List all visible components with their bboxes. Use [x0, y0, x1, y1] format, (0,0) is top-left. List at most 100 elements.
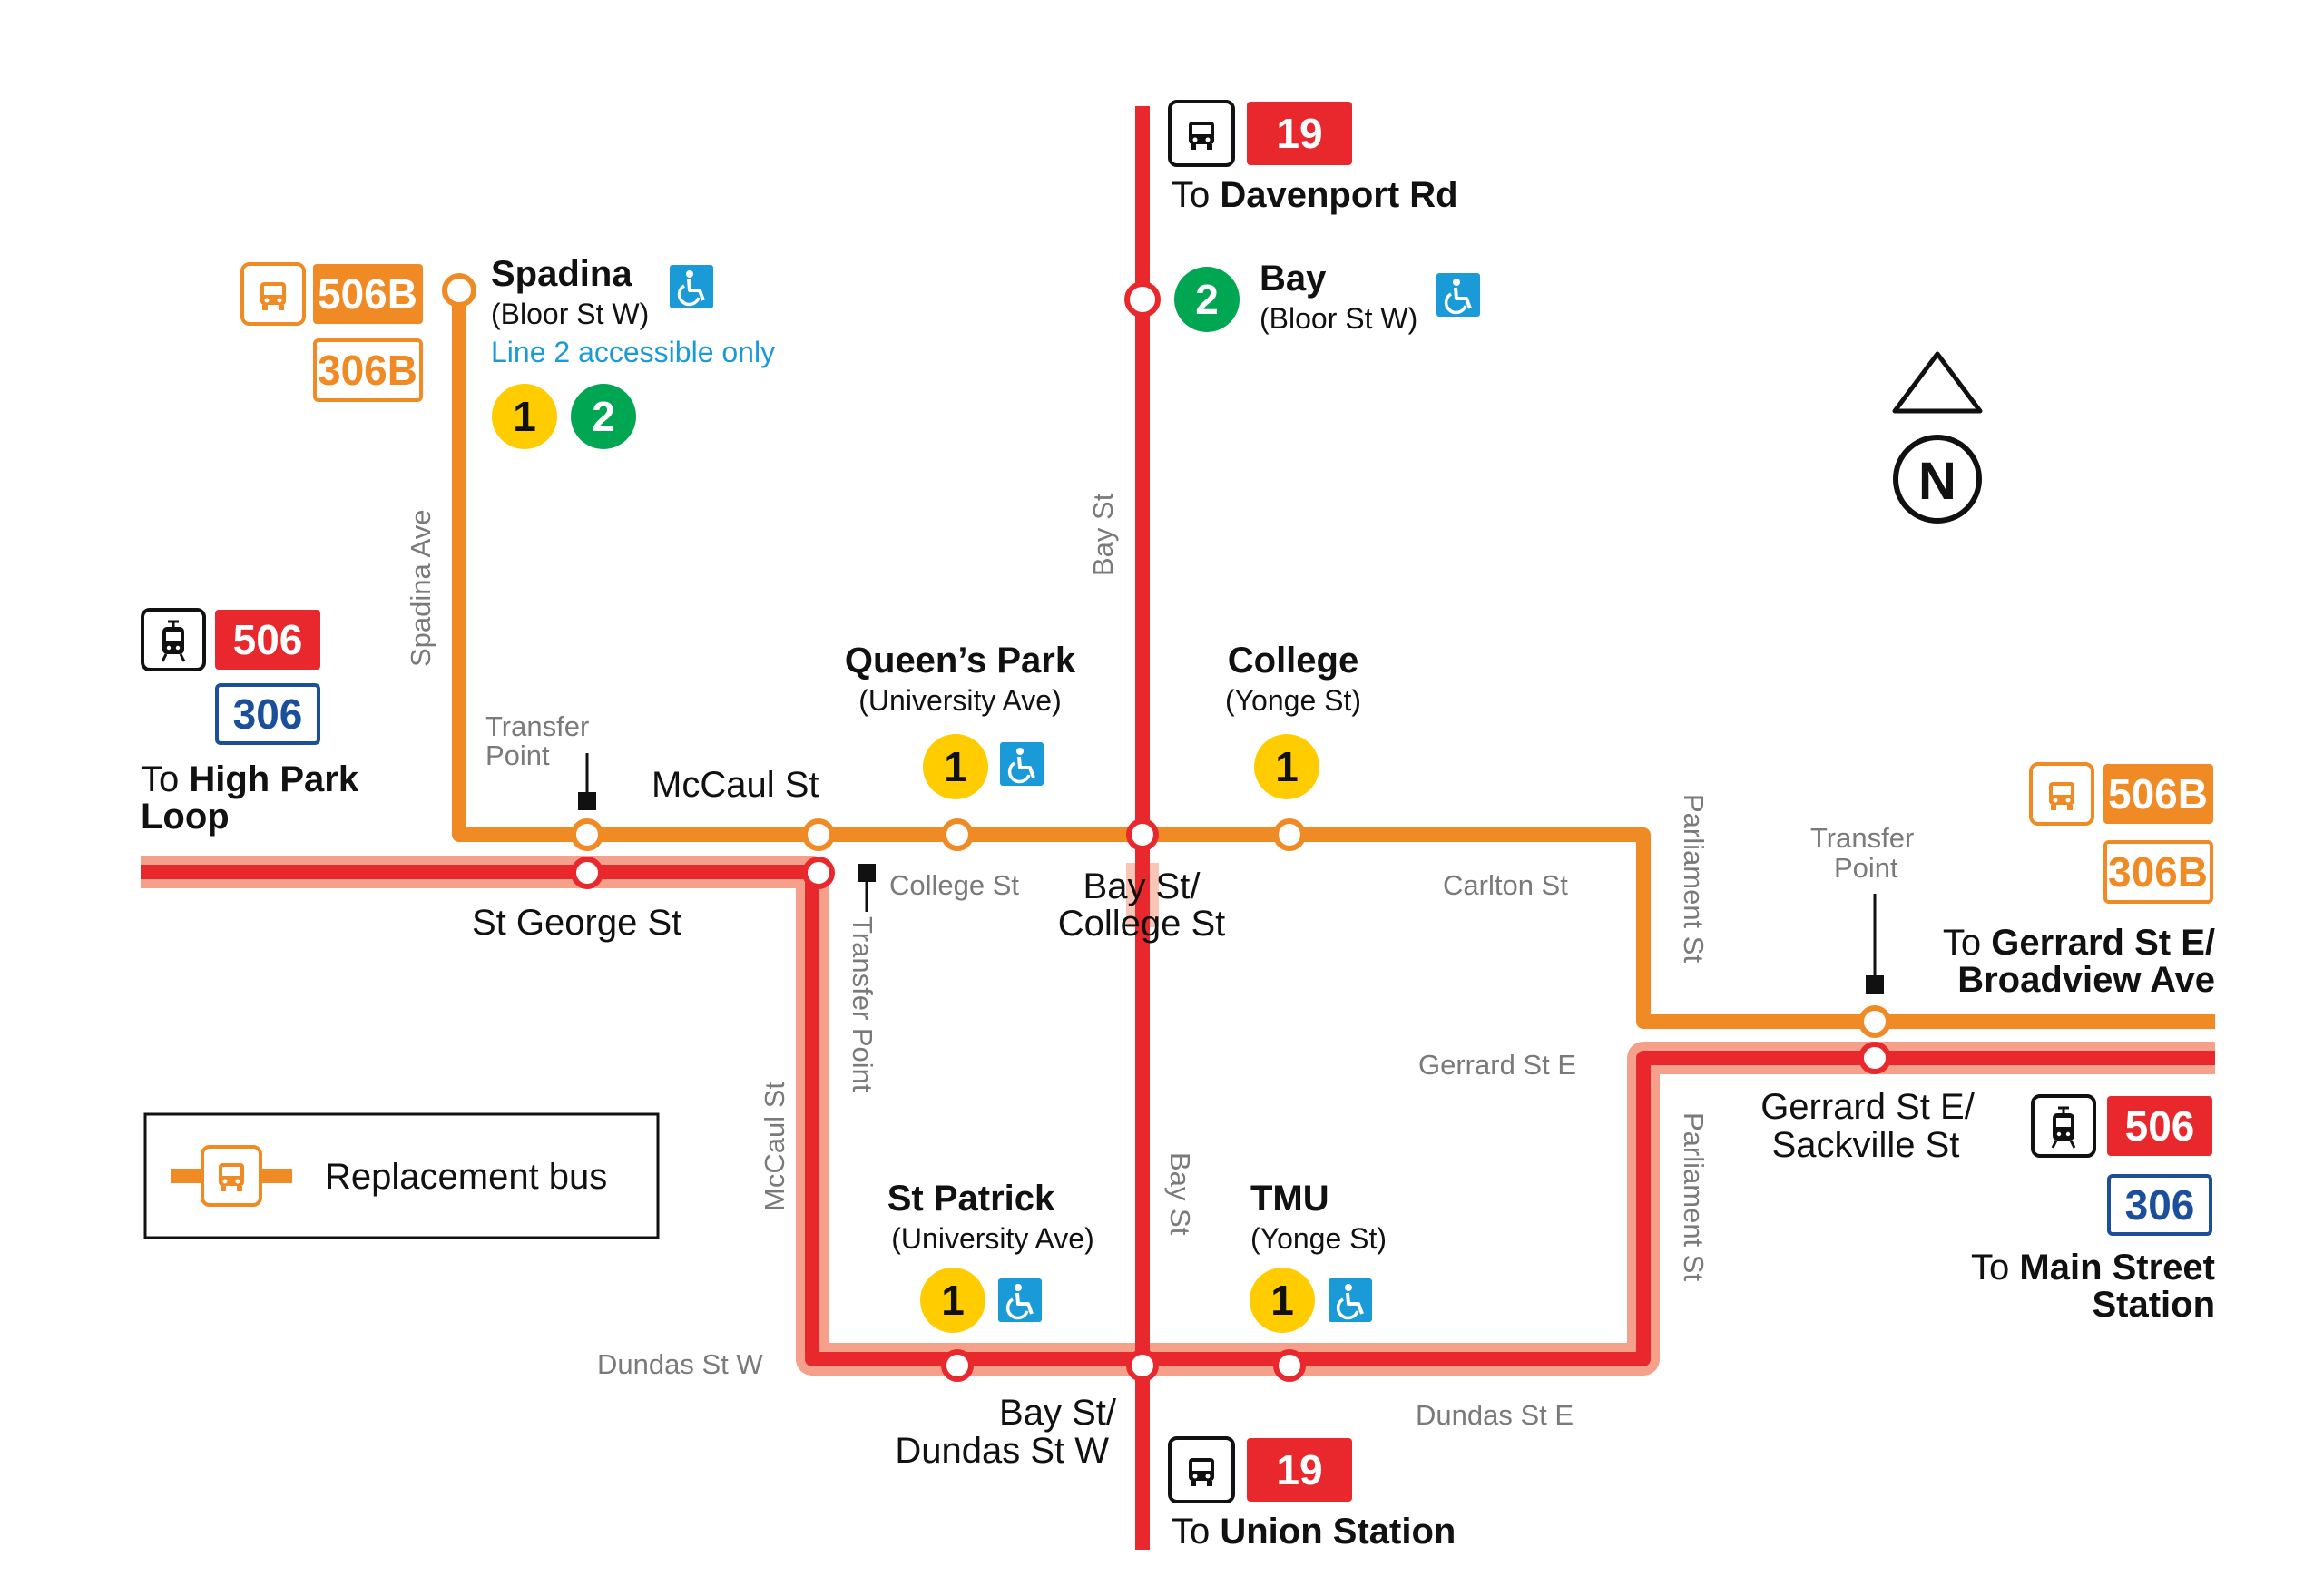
- line-1-badge: 1: [1254, 734, 1319, 799]
- street-dundas-st-e: Dundas St E: [1416, 1399, 1574, 1431]
- street-dundas-st-w: Dundas St W: [597, 1348, 763, 1380]
- route-306b-badge: [2103, 840, 2213, 904]
- stop-mccaul: [802, 818, 835, 851]
- accessible-icon: [1435, 271, 1482, 318]
- street-spadina-ave: Spadina Ave: [405, 509, 436, 667]
- svg-text:19: 19: [1276, 110, 1322, 157]
- station-bay: 2 Bay (Bloor St W): [1174, 259, 1482, 335]
- stop-bay-college: [1126, 818, 1159, 851]
- svg-text:1: 1: [1275, 743, 1299, 790]
- destination-davenport: To Davenport Rd: [1172, 175, 1458, 215]
- station-tmu: TMU (Yonge St) 1: [1250, 1179, 1387, 1333]
- replacement-routes-spadina: 506B 306B: [240, 262, 423, 402]
- stop-label-bay-college-2: College St: [1058, 904, 1226, 944]
- station-sub: (Bloor St W): [1260, 302, 1417, 335]
- streetcar-routes-east: 506 306 To Main Street Station: [1971, 1094, 2215, 1325]
- destination-gerrard-broadview-2: Broadview Ave: [1957, 960, 2215, 1000]
- svg-text:506B: 506B: [2108, 770, 2208, 818]
- stop-st-patrick: [941, 1349, 974, 1382]
- stop-bay-bloor: [1124, 281, 1161, 318]
- station-sub: (University Ave): [858, 684, 1061, 717]
- line-2-badge: 2: [571, 384, 636, 449]
- street-carlton-st: Carlton St: [1443, 869, 1568, 901]
- stop-label-gerrard-1: Gerrard St E/: [1760, 1087, 1976, 1127]
- destination-high-park-2: Loop: [141, 797, 230, 837]
- stop-transfer-west: [571, 818, 603, 851]
- transfer-west-label-1: Transfer: [485, 710, 589, 742]
- stop-transfer-east: [1858, 1005, 1891, 1038]
- svg-text:19: 19: [1276, 1446, 1322, 1493]
- stop-label-mccaul: McCaul St: [652, 765, 819, 805]
- stop-tmu: [1273, 1349, 1306, 1382]
- north-arrow-icon: N: [1892, 351, 1983, 524]
- streetcar-routes-west: 506 306 To High Park Loop: [141, 608, 359, 837]
- svg-text:1: 1: [1270, 1277, 1294, 1324]
- stop-label-bay-dundas-2: Dundas St W: [895, 1431, 1109, 1471]
- route-506-badge: [2107, 1096, 2212, 1156]
- svg-text:306B: 306B: [318, 347, 417, 394]
- stop-label-gerrard-2: Sackville St: [1772, 1125, 1960, 1165]
- transfer-east-label-2: Point: [1834, 852, 1898, 884]
- route-306-badge: [2107, 1174, 2212, 1236]
- station-name: TMU: [1250, 1179, 1329, 1219]
- line-1-badge: 1: [923, 734, 988, 799]
- station-note: Line 2 accessible only: [491, 336, 775, 368]
- svg-text:306: 306: [2125, 1181, 2195, 1229]
- street-mccaul-st: McCaul St: [759, 1082, 790, 1211]
- accessible-icon: [996, 1277, 1044, 1324]
- svg-text:506B: 506B: [318, 270, 417, 318]
- line-1-badge: 1: [920, 1268, 985, 1333]
- accessible-icon: [998, 740, 1045, 788]
- stop-st-george: [571, 857, 603, 889]
- route-306-badge: [215, 683, 320, 745]
- legend: Replacement bus: [143, 1112, 660, 1239]
- route-306b-badge: [313, 338, 423, 402]
- svg-text:1: 1: [941, 1277, 965, 1324]
- station-sub: (Bloor St W): [491, 298, 649, 330]
- destination-union: To Union Station: [1172, 1512, 1456, 1552]
- replacement-routes-east: 506B 306B To Gerrard St E/ Broadview Ave: [1943, 762, 2215, 1000]
- svg-text:306B: 306B: [2108, 848, 2208, 896]
- line-2-badge: 2: [1174, 267, 1240, 332]
- station-college: College (Yonge St) 1: [1225, 641, 1361, 799]
- street-college-st: College St: [889, 869, 1019, 901]
- station-sub: (Yonge St): [1225, 684, 1361, 717]
- route-506-badge: [215, 610, 320, 670]
- line-1-badge: 1: [1250, 1268, 1315, 1333]
- transfer-mccaul-label: Transfer Point: [847, 916, 878, 1092]
- station-spadina: Spadina (Bloor St W) Line 2 accessible o…: [491, 254, 775, 449]
- route-19-badge: [1247, 1438, 1352, 1502]
- svg-text:506: 506: [2125, 1102, 2195, 1150]
- route-19-north: 19 To Davenport Rd: [1168, 100, 1458, 215]
- transfer-markers: [578, 753, 1884, 994]
- accessible-icon: [668, 263, 715, 310]
- station-sub: (Yonge St): [1250, 1222, 1387, 1255]
- station-name: Spadina: [491, 254, 632, 294]
- replacement-bus-line: [452, 290, 2215, 1029]
- svg-text:N: N: [1918, 452, 1956, 511]
- street-gerrard-st-e: Gerrard St E: [1418, 1049, 1576, 1081]
- streetcar-506-line: [141, 865, 2215, 1366]
- svg-text:506: 506: [233, 616, 303, 663]
- route-19-south: 19 To Union Station: [1168, 1436, 1456, 1552]
- svg-text:1: 1: [944, 743, 967, 790]
- station-name: St Patrick: [887, 1179, 1055, 1219]
- street-bay-st-north: Bay St: [1087, 493, 1119, 576]
- svg-text:1: 1: [513, 393, 536, 440]
- stop-bay-dundas: [1126, 1349, 1159, 1382]
- accessible-icon: [1327, 1277, 1374, 1324]
- street-bay-st-south: Bay St: [1164, 1152, 1196, 1236]
- destination-main-street-2: Station: [2092, 1285, 2215, 1325]
- destination-main-street-1: To Main Street: [1971, 1248, 2215, 1288]
- route-506b-badge: [313, 264, 423, 324]
- stop-queens-park: [941, 818, 974, 851]
- stop-label-bay-dundas-1: Bay St/: [999, 1393, 1117, 1433]
- station-sub: (University Ave): [891, 1222, 1093, 1255]
- stop-mccaul-corner: [802, 857, 835, 889]
- station-queens-park: Queen’s Park (University Ave) 1: [845, 641, 1076, 799]
- stop-label-bay-college-1: Bay St/: [1083, 867, 1201, 906]
- stop-college: [1273, 818, 1306, 851]
- legend-label: Replacement bus: [325, 1157, 607, 1197]
- street-parliament-north: Parliament St: [1678, 794, 1710, 963]
